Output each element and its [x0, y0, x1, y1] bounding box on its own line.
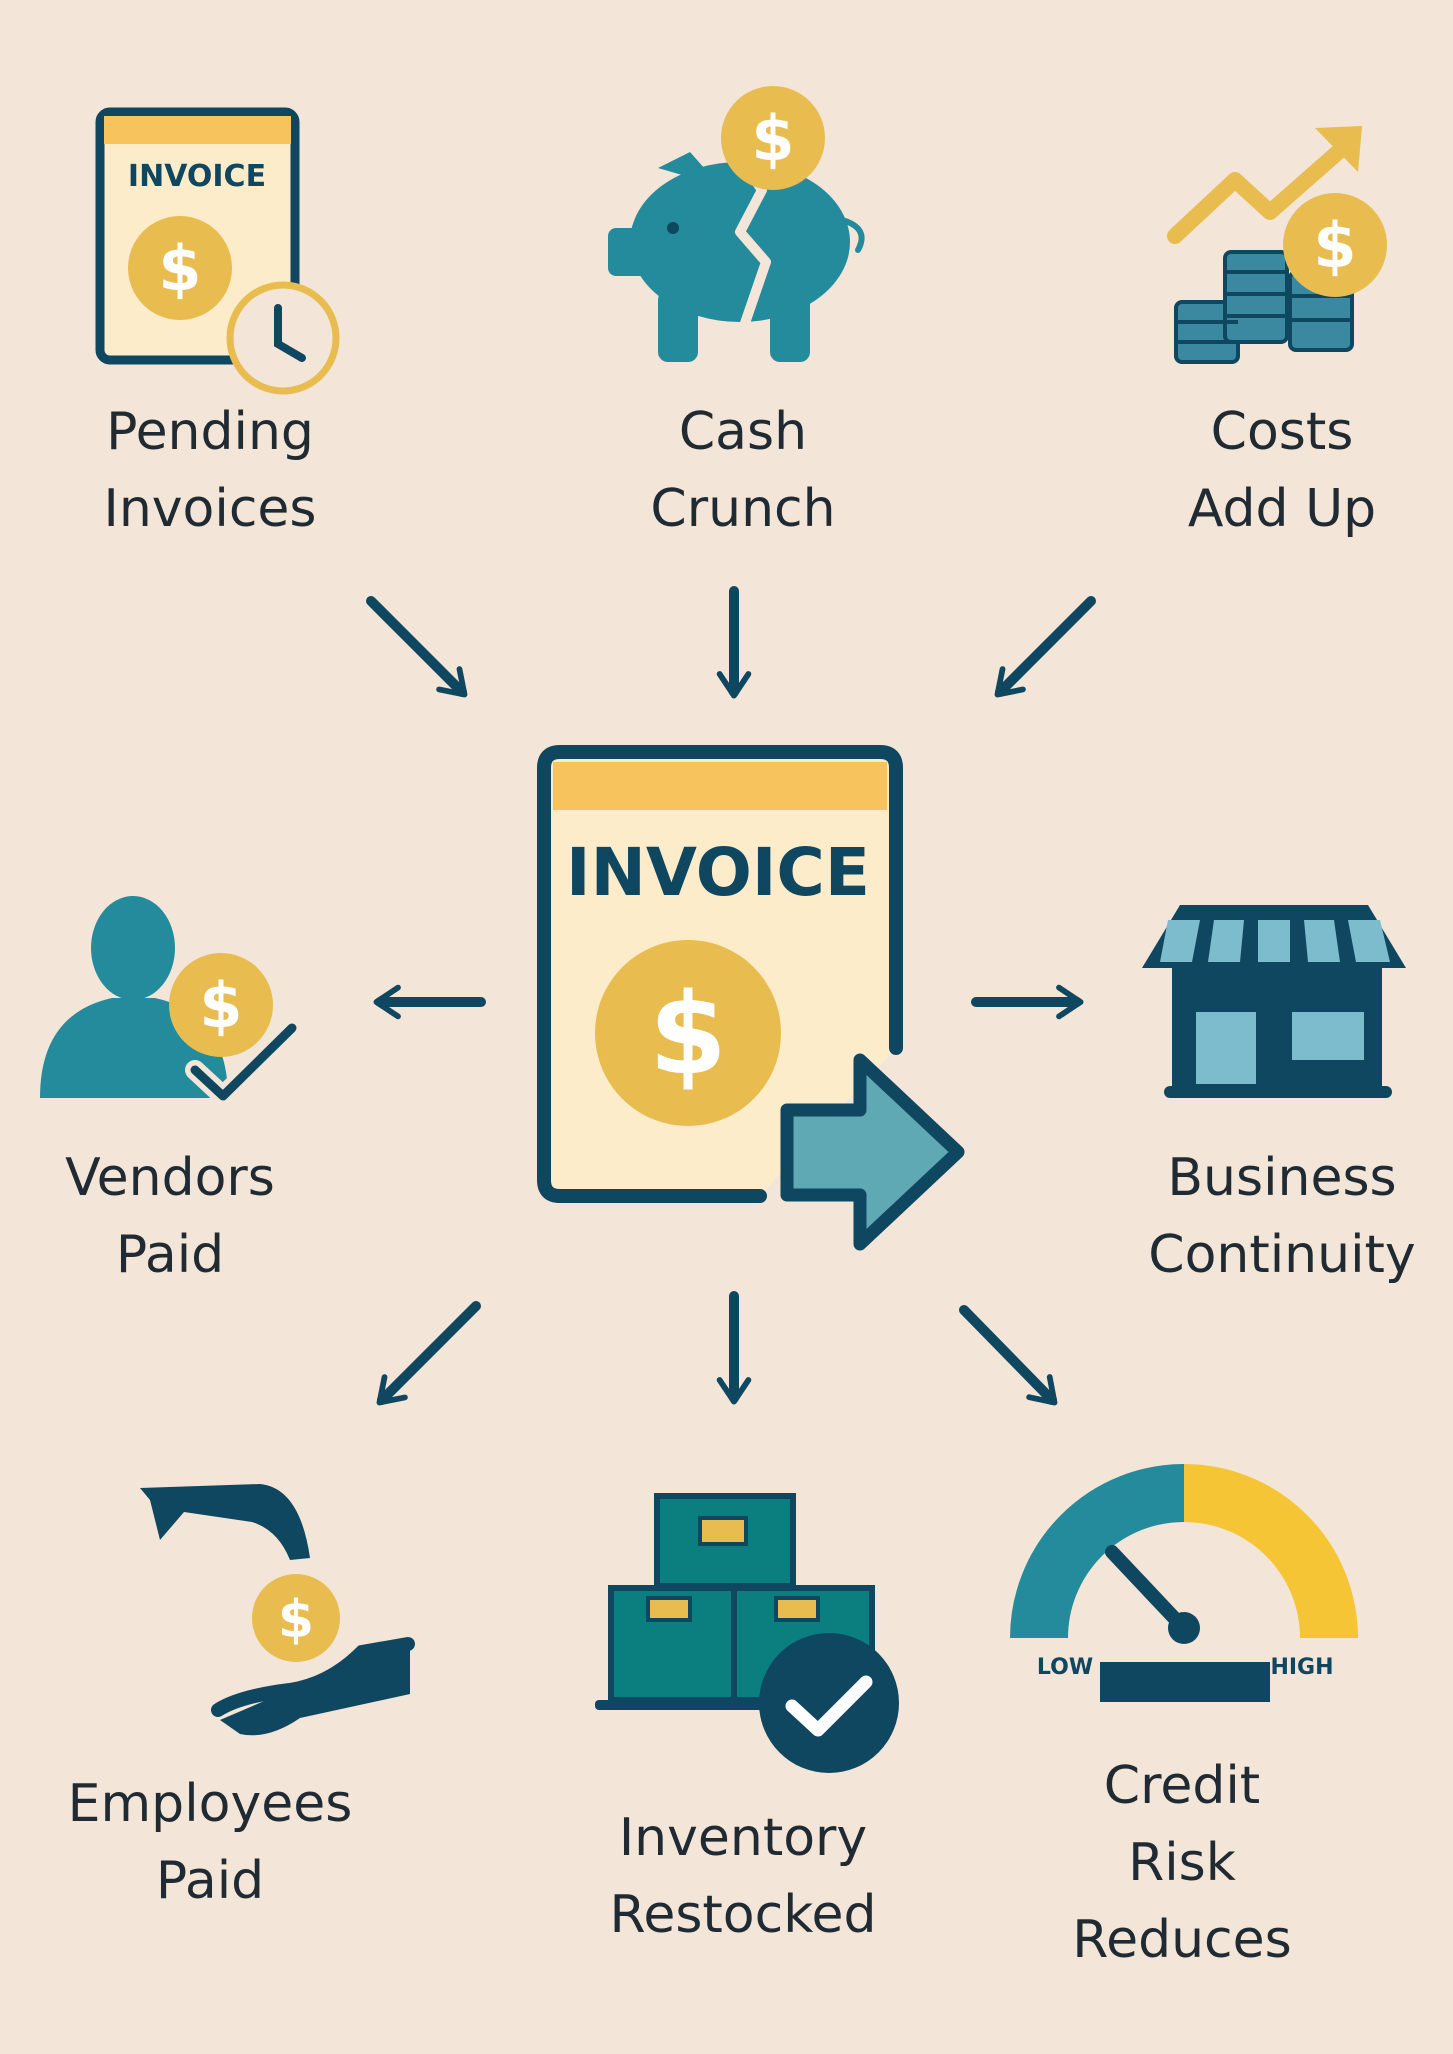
hands-coin-dollar: $ — [278, 1590, 314, 1650]
pending-invoice-clock-icon: INVOICE $ — [95, 107, 340, 395]
arrow-pending-to-invoice — [366, 596, 468, 698]
broken-piggy-bank-icon: $ — [608, 86, 865, 362]
hands-coin-icon: $ — [140, 1484, 415, 1736]
arrow-invoice-to-credit — [959, 1305, 1058, 1406]
pending-invoice-dollar: $ — [158, 232, 201, 305]
gauge-high-label: HIGH — [1270, 1655, 1333, 1680]
arrow-invoice-to-employees — [376, 1301, 481, 1406]
arrow-costs-to-invoice — [994, 596, 1096, 698]
credit-gauge-icon: LOW HIGH — [1010, 1464, 1358, 1702]
boxes-checkmark-icon — [595, 1493, 899, 1773]
vendor-paid-person-icon: $ — [40, 896, 302, 1106]
vendor-coin-dollar: $ — [199, 969, 242, 1042]
gauge-low-label: LOW — [1037, 1655, 1093, 1680]
rising-costs-coins-icon: $ — [1167, 126, 1387, 364]
storefront-icon — [1142, 905, 1406, 1098]
pending-invoice-title: INVOICE — [128, 159, 266, 194]
center-invoice-title: INVOICE — [566, 834, 870, 911]
center-invoice-dollar: $ — [649, 970, 727, 1100]
costs-coin-dollar: $ — [1313, 209, 1356, 282]
invoice-with-arrow-icon: INVOICE $ — [537, 745, 965, 1251]
piggy-coin-dollar: $ — [751, 102, 794, 175]
